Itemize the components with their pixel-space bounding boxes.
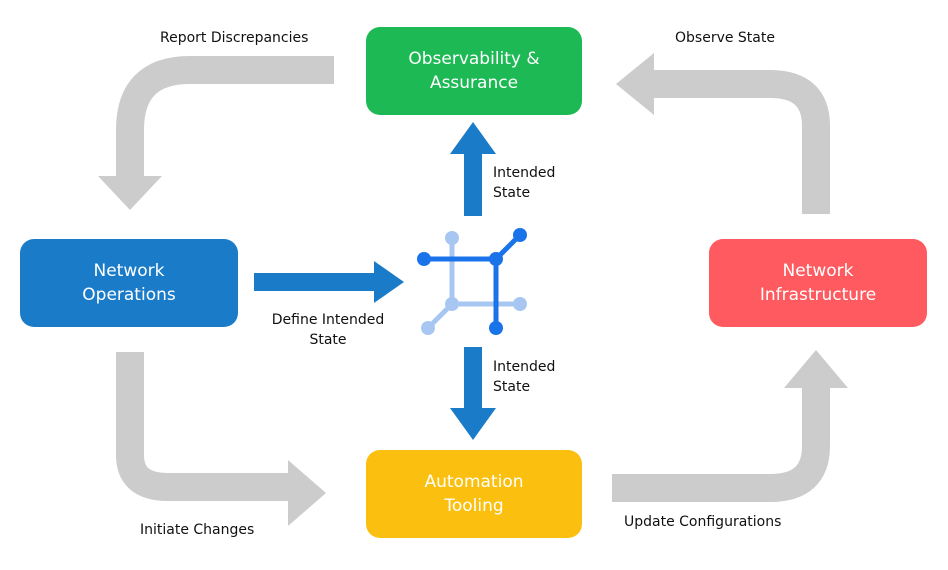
- loop-arrow-update-configurations: [612, 350, 848, 502]
- loop-arrow-report-discrepancies: [98, 56, 334, 210]
- loop-arrow-initiate-changes: [116, 352, 326, 526]
- observability-assurance-box: Observability & Assurance: [366, 27, 582, 115]
- label-report-discrepancies: Report Discrepancies: [160, 30, 309, 46]
- label-observe-state: Observe State: [675, 30, 775, 46]
- network-infrastructure-label: Network Infrastructure: [759, 261, 877, 305]
- label-initiate-changes: Initiate Changes: [140, 522, 255, 538]
- observability-assurance-label: Observability & Assurance: [408, 49, 540, 93]
- network-infrastructure-box: Network Infrastructure: [709, 239, 927, 327]
- loop-arrow-observe-state: [616, 53, 830, 214]
- arrow-define-intended-state: [254, 261, 404, 303]
- label-intended-state-up: Intended State: [493, 165, 556, 201]
- automation-tooling-label: Automation Tooling: [424, 472, 524, 516]
- network-topology-icon: [417, 228, 527, 335]
- arrow-intended-state-down: [450, 347, 496, 440]
- label-intended-state-down: Intended State: [493, 359, 556, 395]
- arrow-intended-state-up: [450, 122, 496, 216]
- network-operations-label: Network Operations: [82, 261, 176, 305]
- label-define-intended-state: Define Intended State: [271, 312, 385, 348]
- automation-tooling-box: Automation Tooling: [366, 450, 582, 538]
- label-update-configurations: Update Configurations: [624, 514, 782, 530]
- network-operations-box: Network Operations: [20, 239, 238, 327]
